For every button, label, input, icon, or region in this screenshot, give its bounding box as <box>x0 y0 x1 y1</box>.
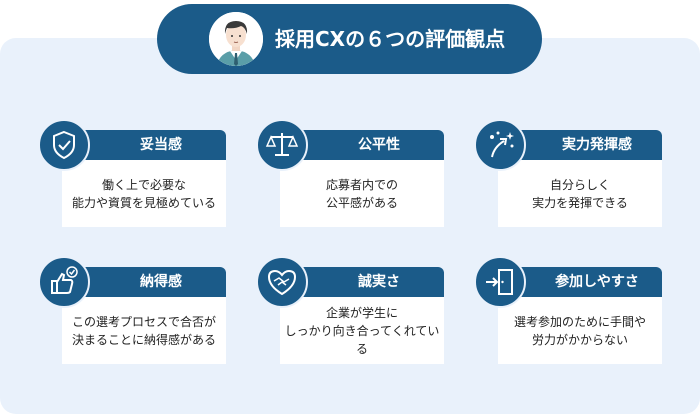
card-line: 働く上で必要な <box>101 177 186 192</box>
card-description: この選考プロセスで合否が 決まることに納得感がある <box>62 297 226 364</box>
card-line: しっかり向き合ってくれている <box>284 323 440 356</box>
card-line: 企業が学生に <box>325 305 398 320</box>
card-description: 企業が学生に しっかり向き合ってくれている <box>280 297 444 364</box>
card-sincerity: 誠実さ 企業が学生に しっかり向き合ってくれている <box>256 256 444 364</box>
card-line: 選考参加のために手間や <box>513 314 646 329</box>
person-avatar-icon <box>209 12 263 66</box>
card-validity: 妥当感 働く上で必要な 能力や資質を見極めている <box>38 119 226 227</box>
card-line: この選考プロセスで合否が <box>71 314 216 329</box>
card-line: 自分らしく <box>549 177 610 192</box>
shield-check-icon <box>38 119 90 171</box>
sparkle-arrow-icon <box>474 119 526 171</box>
door-enter-icon <box>474 256 526 308</box>
card-line: 公平感がある <box>325 195 398 210</box>
card-satisfaction: 納得感 この選考プロセスで合否が 決まることに納得感がある <box>38 256 226 364</box>
card-description: 選考参加のために手間や 労力がかからない <box>498 297 662 364</box>
card-title: 実力発揮感 <box>498 130 662 160</box>
card-description: 働く上で必要な 能力や資質を見極めている <box>62 160 226 227</box>
card-line: 決まることに納得感がある <box>71 332 216 347</box>
header-title: 採用CXの６つの評価観点 <box>275 27 506 51</box>
thumbs-up-check-icon <box>38 256 90 308</box>
card-fairness: 公平性 応募者内での 公平感がある <box>256 119 444 227</box>
card-description: 応募者内での 公平感がある <box>280 160 444 227</box>
card-description: 自分らしく 実力を発揮できる <box>498 160 662 227</box>
card-performance: 実力発揮感 自分らしく 実力を発揮できる <box>474 119 662 227</box>
balance-scale-icon <box>256 119 308 171</box>
card-line: 能力や資質を見極めている <box>71 195 216 210</box>
heart-handshake-icon <box>256 256 308 308</box>
card-accessibility: 参加しやすさ 選考参加のために手間や 労力がかからない <box>474 256 662 364</box>
card-line: 実力を発揮できる <box>532 195 628 210</box>
card-line: 労力がかからない <box>531 332 628 347</box>
header-banner: 採用CXの６つの評価観点 <box>157 4 542 74</box>
card-line: 応募者内での <box>325 177 398 192</box>
